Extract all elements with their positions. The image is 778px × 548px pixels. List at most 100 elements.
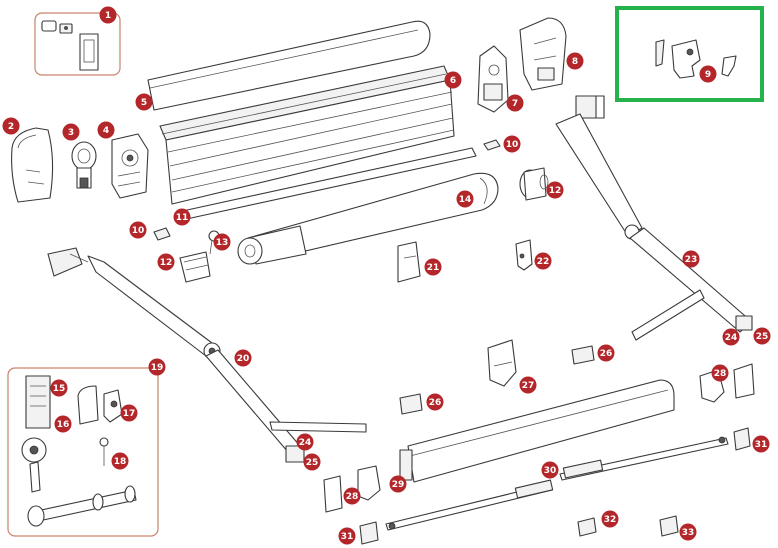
callout-label: 25 [306, 458, 319, 468]
badge-circle-30 [541, 461, 559, 479]
callout-label: 21 [427, 263, 440, 273]
callout-24-left: 24 [296, 433, 314, 451]
part-27-center-bracket [487, 339, 517, 387]
part-26-clip-left [399, 393, 423, 415]
badge-circle-28-left [343, 487, 361, 505]
badge-circle-2 [2, 117, 20, 135]
badge-circle-16 [54, 415, 72, 433]
callout-28-left: 28 [343, 487, 361, 505]
callout-9: 9 [699, 65, 717, 83]
callout-label: 1 [105, 11, 111, 21]
callout-label: 20 [237, 354, 250, 364]
callout-22: 22 [534, 252, 552, 270]
part-21-support-bracket [397, 241, 421, 283]
callout-8: 8 [566, 52, 584, 70]
callout-31-left: 31 [338, 527, 356, 545]
callout-label: 29 [392, 480, 405, 490]
part-30-telescopic-bar-upper [559, 436, 729, 481]
callout-label: 33 [682, 528, 695, 538]
badge-circle-14 [456, 190, 474, 208]
badge-circle-27 [519, 376, 537, 394]
part-29-front-bar [399, 379, 675, 483]
kit-1-box [34, 12, 121, 76]
callout-23: 23 [682, 250, 700, 268]
callout-10-right: 10 [503, 135, 521, 153]
callout-7: 7 [506, 94, 524, 112]
callout-label: 10 [132, 226, 145, 236]
callout-10-left: 10 [129, 221, 147, 239]
callout-21: 21 [424, 258, 442, 276]
badge-circle-7 [506, 94, 524, 112]
part-12-adapter-right [519, 167, 549, 201]
callout-label: 13 [216, 238, 229, 248]
callout-1: 1 [99, 6, 117, 24]
badge-circle-19 [148, 358, 166, 376]
callout-26-left: 26 [426, 393, 444, 411]
callout-5: 5 [135, 93, 153, 111]
callout-4: 4 [97, 121, 115, 139]
badge-circle-10-left [129, 221, 147, 239]
part-26-clip-right [571, 345, 595, 365]
badge-circle-23 [682, 250, 700, 268]
badge-circle-24-right [722, 328, 740, 346]
kit-19-box [7, 367, 159, 537]
part-4-gearbox [111, 133, 149, 199]
badge-circle-25-left [303, 453, 321, 471]
part-28-end-piece-left [323, 465, 381, 513]
callout-label: 16 [57, 420, 70, 430]
part-10-clip-right [483, 139, 501, 151]
badge-circle-31-left [338, 527, 356, 545]
callout-label: 31 [755, 440, 768, 450]
callout-29: 29 [389, 475, 407, 493]
part-23-right-arm [555, 95, 753, 341]
callout-30: 30 [541, 461, 559, 479]
callout-24-right: 24 [722, 328, 740, 346]
callout-label: 19 [151, 363, 164, 373]
badge-circle-6 [444, 71, 462, 89]
badge-circle-10-right [503, 135, 521, 153]
callout-label: 31 [341, 532, 354, 542]
callout-label: 14 [459, 195, 472, 205]
part-18-key [99, 437, 109, 466]
callout-label: 8 [572, 57, 578, 67]
badge-circle-13 [213, 233, 231, 251]
part-16-housing [77, 385, 99, 425]
badge-circle-11 [173, 208, 191, 226]
callout-16: 16 [54, 415, 72, 433]
callout-12-left: 12 [157, 253, 175, 271]
badge-circle-28-right [711, 364, 729, 382]
badge-circle-29 [389, 475, 407, 493]
callout-label: 15 [53, 384, 66, 394]
part-30-telescopic-bar-lower [385, 479, 554, 531]
callout-label: 12 [160, 258, 173, 268]
badge-circle-21 [424, 258, 442, 276]
badge-circle-18 [111, 452, 129, 470]
callout-label: 26 [600, 349, 613, 359]
callout-label: 28 [714, 369, 727, 379]
part-5-front-cover [147, 20, 431, 111]
callout-label: 12 [549, 186, 562, 196]
callout-label: 26 [429, 398, 442, 408]
callout-label: 24 [299, 438, 312, 448]
part-3-spring-unit [71, 141, 97, 189]
badge-circle-9 [699, 65, 717, 83]
callout-17: 17 [120, 404, 138, 422]
callout-label: 24 [725, 333, 738, 343]
badge-circle-12-left [157, 253, 175, 271]
callout-label: 25 [756, 332, 769, 342]
callout-25-right: 25 [753, 327, 771, 345]
badge-circle-26-right [597, 344, 615, 362]
part-31-cap-left [359, 521, 379, 545]
callout-label: 10 [506, 140, 519, 150]
part-9-end-plate-set [655, 39, 737, 79]
callout-label: 18 [114, 457, 127, 467]
part-33-slider [659, 515, 679, 537]
callout-2: 2 [2, 117, 20, 135]
part-13-roller-tube [237, 225, 307, 265]
callout-14: 14 [456, 190, 474, 208]
part-32-slider [577, 517, 597, 537]
callout-15: 15 [50, 379, 68, 397]
badge-circle-15 [50, 379, 68, 397]
